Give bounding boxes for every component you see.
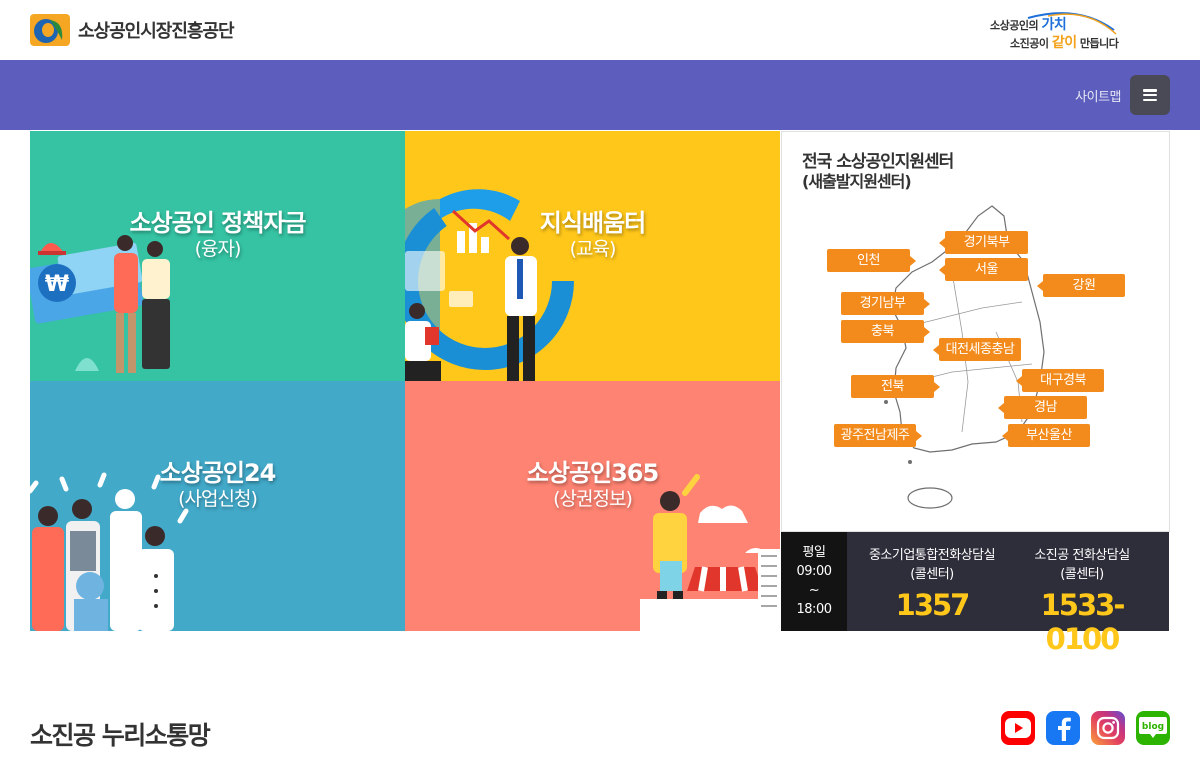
centers-title: 전국 소상공인지원센터 (새출발지원센터)	[802, 152, 954, 191]
call-center-1357-label: 중소기업통합전화상담실	[868, 548, 996, 563]
call-center-semas-sub: (콜센터)	[1060, 567, 1104, 582]
logo[interactable]: 소상공인시장진흥공단	[30, 14, 235, 46]
main-nav-bar: 사이트맵	[0, 60, 1200, 130]
slogan: 소상공인의 가치 소진공이 같이 만듭니다	[988, 8, 1119, 52]
call-center-1357-sub: (콜센터)	[910, 567, 954, 582]
region-incheon[interactable]: 인천	[827, 249, 916, 272]
tile-sosanggongin24[interactable]: 소상공인24 (사업신청)	[30, 381, 405, 631]
slogan-line2: 소진공이 같이 만듭니다	[1010, 35, 1119, 51]
region-jeonbuk[interactable]: 전북	[851, 375, 940, 398]
hours-separator: ~	[808, 583, 820, 598]
slogan-swoosh-icon	[1027, 12, 1117, 35]
region-gwangju-jeonnam-jeju[interactable]: 광주전남제주	[834, 424, 922, 447]
region-gyeonggi-north[interactable]: 경기북부	[939, 231, 1028, 254]
hamburger-menu-button[interactable]	[1130, 75, 1170, 115]
logo-mark-icon	[30, 14, 70, 46]
tile-sosanggongin24-sub: (사업신청)	[178, 488, 258, 510]
tile-knowledge-sub: (교육)	[569, 238, 617, 260]
hours-start: 09:00	[796, 564, 832, 579]
blog-icon-text: blog	[1142, 722, 1164, 732]
market-info-illustration-icon	[640, 474, 780, 631]
tile-policy-fund[interactable]: ₩ 소상공인 정책자금 (융자)	[30, 131, 405, 381]
svg-text:₩: ₩	[45, 272, 69, 297]
business-hours: 평일 09:00 ~ 18:00	[781, 532, 847, 631]
hours-label: 평일	[802, 545, 826, 560]
business-application-illustration-icon	[30, 472, 189, 631]
call-center-bar: 평일 09:00 ~ 18:00 중소기업통합전화상담실 (콜센터) 1357 …	[781, 532, 1169, 656]
call-center-semas[interactable]: 소진공 전화상담실 (콜센터) 1533-0100	[1007, 546, 1157, 656]
call-center-1357-number: 1357	[895, 588, 971, 622]
youtube-icon	[1005, 718, 1031, 738]
tile-sosanggongin365-sub: (상권정보)	[553, 488, 633, 510]
region-gyeongnam[interactable]: 경남	[998, 396, 1087, 419]
instagram-link[interactable]	[1091, 711, 1125, 745]
blog-link[interactable]: blog	[1136, 711, 1170, 745]
sitemap-label[interactable]: 사이트맵	[1075, 90, 1121, 105]
call-center-semas-number: 1533-0100	[1040, 588, 1126, 656]
tile-policy-fund-title: 소상공인 정책자금	[129, 209, 307, 237]
hamburger-icon	[1143, 89, 1157, 101]
tile-sosanggongin24-title: 소상공인24	[159, 459, 277, 487]
slogan-line1: 소상공인의 가치	[990, 17, 1067, 33]
tile-knowledge-center[interactable]: 지식배움터 (교육)	[405, 131, 780, 381]
region-seoul[interactable]: 서울	[939, 258, 1028, 281]
tile-knowledge-title: 지식배움터	[539, 209, 646, 237]
sns-section-title: 소진공 누리소통망	[30, 721, 211, 750]
region-gangwon[interactable]: 강원	[1037, 274, 1125, 297]
hours-end: 18:00	[796, 602, 832, 617]
call-center-1357[interactable]: 중소기업통합전화상담실 (콜센터) 1357	[864, 546, 1000, 622]
tile-policy-fund-sub: (융자)	[194, 238, 242, 260]
top-header: 소상공인시장진흥공단 소상공인의 가치 소진공이 같이 만듭니다	[0, 0, 1200, 60]
blog-icon: blog	[1139, 717, 1167, 738]
call-center-semas-label: 소진공 전화상담실	[1034, 548, 1130, 563]
region-daejeon-sejong-chungnam[interactable]: 대전세종충남	[933, 338, 1021, 361]
instagram-icon	[1096, 716, 1120, 740]
facebook-link[interactable]	[1046, 711, 1080, 745]
facebook-icon	[1058, 717, 1071, 741]
region-gyeonggi-south[interactable]: 경기남부	[841, 292, 930, 315]
tile-sosanggongin365[interactable]: 소상공인365 (상권정보)	[405, 381, 780, 631]
youtube-link[interactable]	[1001, 711, 1035, 745]
policy-fund-illustration-icon: ₩	[30, 235, 170, 373]
region-daegu-gyeongbuk[interactable]: 대구경북	[1016, 369, 1104, 392]
region-chungbuk[interactable]: 충북	[841, 320, 930, 343]
logo-text: 소상공인시장진흥공단	[78, 21, 235, 42]
region-busan-ulsan[interactable]: 부산울산	[1002, 424, 1090, 447]
support-centers-panel: 전국 소상공인지원센터 (새출발지원센터) 인천 경기북부 서울 강원 경기남부…	[781, 131, 1170, 532]
knowledge-illustration-icon	[405, 189, 574, 381]
tile-sosanggongin365-title: 소상공인365	[526, 459, 659, 487]
